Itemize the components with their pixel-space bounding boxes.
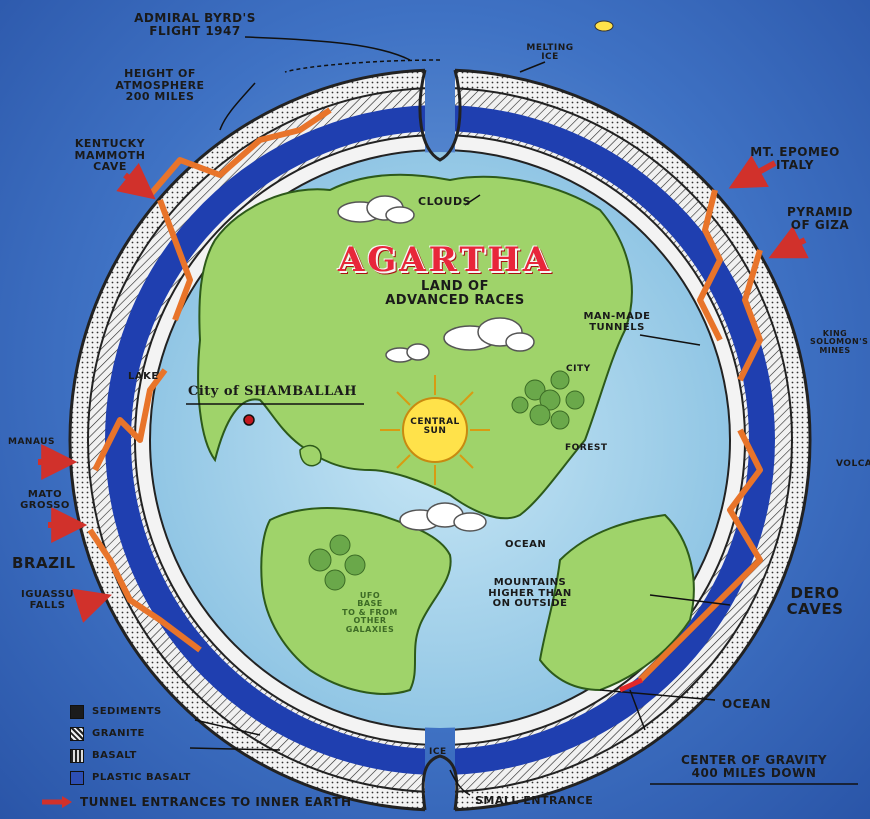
cloud xyxy=(337,195,415,224)
ufo-base-label: UFO BASE TO & FROM OTHER GALAXIES xyxy=(342,591,398,634)
man-made-tunnels-label: MAN-MADE TUNNELS xyxy=(583,311,651,333)
shamballah-marker xyxy=(243,414,255,426)
pyramid-giza-label: PYRAMID OF GIZA xyxy=(787,205,853,232)
tunnel-arrow-icon xyxy=(42,796,72,809)
melting-ice-label: MELTING ICE xyxy=(526,43,574,63)
north-polar-opening xyxy=(418,69,462,162)
dero-caves-label: DERO CAVES xyxy=(786,584,844,618)
kentucky-cave-label: KENTUCKY MAMMOTH CAVE xyxy=(74,137,146,174)
ocean-inner-label: OCEAN xyxy=(505,539,547,550)
center-of-gravity-marker xyxy=(618,677,644,693)
south-polar-opening xyxy=(421,754,459,811)
legend-item: BASALT xyxy=(70,749,137,763)
legend-tunnel-label: TUNNEL ENTRANCES TO INNER EARTH xyxy=(80,795,352,809)
agartha-subtitle: LAND OF ADVANCED RACES xyxy=(385,279,525,308)
mt-epomeo-label: MT. EPOMEO ITALY xyxy=(750,145,840,172)
eastern-continent xyxy=(538,513,695,692)
cloud xyxy=(399,502,487,532)
atmosphere-label: HEIGHT OF ATMOSPHERE 200 MILES xyxy=(115,67,205,104)
ice-label: ICE xyxy=(429,747,447,757)
clouds-label: CLOUDS xyxy=(418,195,472,208)
tunnel-network xyxy=(87,107,763,683)
lake-label: LAKE xyxy=(128,371,159,382)
city-label: CITY xyxy=(566,364,591,374)
ufo-icon xyxy=(594,20,614,32)
brazil-label: BRAZIL xyxy=(12,554,76,572)
legend-swatch xyxy=(70,771,84,785)
tunnel-entrance-arrow xyxy=(38,155,809,623)
legend-swatch xyxy=(70,705,84,719)
shamballah-label: City of SHAMBALLAH xyxy=(188,384,358,399)
legend-item: PLASTIC BASALT xyxy=(70,771,191,785)
small-island xyxy=(299,444,322,467)
cloud xyxy=(385,343,430,363)
legend-label: PLASTIC BASALT xyxy=(92,771,191,783)
iguassu-falls-label: IGUASSU FALLS xyxy=(20,589,75,611)
byrd-flight-label: ADMIRAL BYRD'S FLIGHT 1947 xyxy=(134,11,256,38)
small-entrance-label: SMALL ENTRANCE xyxy=(475,794,594,807)
byrd-flight-path xyxy=(284,59,441,73)
southern-continent xyxy=(260,507,452,695)
central-sun-label: CENTRAL SUN xyxy=(410,417,460,437)
king-solomons-mines-label: KING SOLOMON'S MINES xyxy=(810,329,869,355)
legend-item-tunnel: TUNNEL ENTRANCES TO INNER EARTH xyxy=(40,796,352,809)
central-sun xyxy=(380,375,490,485)
mato-grosso-label: MATO GROSSO xyxy=(20,489,70,511)
forest-area xyxy=(511,370,585,430)
mountains-label: MOUNTAINS HIGHER THAN ON OUTSIDE xyxy=(488,577,572,609)
volcano-label: VOLCAN xyxy=(836,459,870,469)
agartha-title: AGARTHA xyxy=(337,240,553,280)
cloud xyxy=(443,317,535,352)
legend-swatch xyxy=(70,749,84,763)
manaus-label: MANAUS xyxy=(8,437,55,447)
legend-label: GRANITE xyxy=(92,727,145,739)
legend-item: SEDIMENTS xyxy=(70,705,162,719)
leader-line xyxy=(189,36,731,796)
forest-label: FOREST xyxy=(565,443,608,453)
legend-label: BASALT xyxy=(92,749,137,761)
ocean-outer-label: OCEAN xyxy=(722,697,772,711)
ufo-base-area xyxy=(308,534,366,591)
center-gravity-label: CENTER OF GRAVITY 400 MILES DOWN xyxy=(680,753,828,780)
legend-swatch xyxy=(70,727,84,741)
legend-item: GRANITE xyxy=(70,727,145,741)
legend-label: SEDIMENTS xyxy=(92,705,162,717)
